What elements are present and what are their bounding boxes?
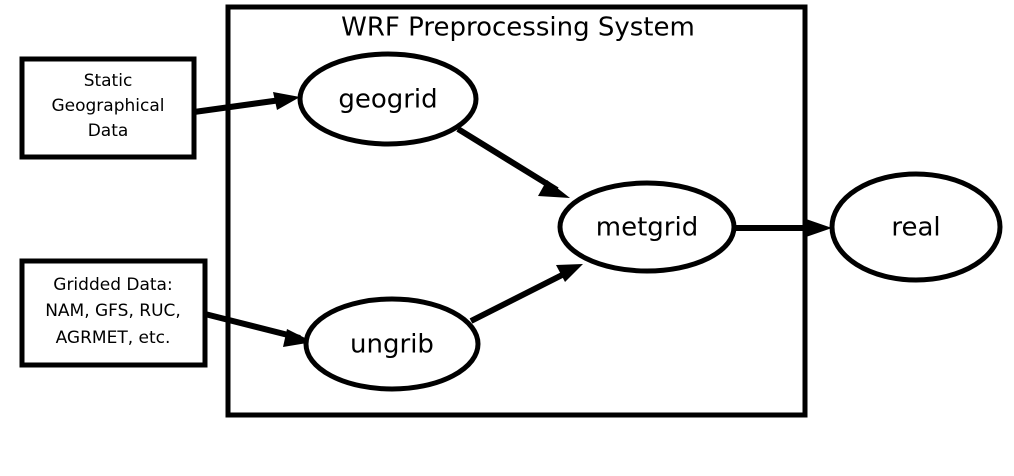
node-geogrid-label: geogrid	[338, 85, 437, 115]
node-real-label: real	[891, 213, 940, 243]
edge-static-data-to-geogrid	[193, 92, 300, 115]
node-metgrid[interactable]	[557, 180, 737, 274]
edge-ungrib-to-metgrid	[469, 264, 583, 324]
static-geographical-data-line-3: Data	[88, 121, 129, 141]
static-geographical-data-box	[19, 56, 197, 160]
node-geogrid[interactable]	[297, 51, 479, 147]
node-ungrib-label: ungrib	[350, 330, 434, 360]
wps-container-title: WRF Preprocessing System	[341, 13, 695, 43]
gridded-data-line-1: Gridded Data:	[53, 275, 172, 295]
static-geographical-data-line-1: Static	[84, 71, 133, 91]
gridded-data-box	[19, 258, 208, 368]
gridded-data-line-2: NAM, GFS, RUC,	[45, 301, 181, 321]
gridded-data-line-3: AGRMET, etc.	[56, 328, 171, 348]
node-real[interactable]	[829, 171, 1003, 283]
node-ungrib[interactable]	[303, 296, 481, 392]
edge-metgrid-to-real	[734, 219, 832, 237]
static-geographical-data-line-2: Geographical	[51, 96, 164, 116]
node-metgrid-label: metgrid	[596, 213, 698, 243]
edge-geogrid-to-metgrid	[456, 126, 570, 198]
